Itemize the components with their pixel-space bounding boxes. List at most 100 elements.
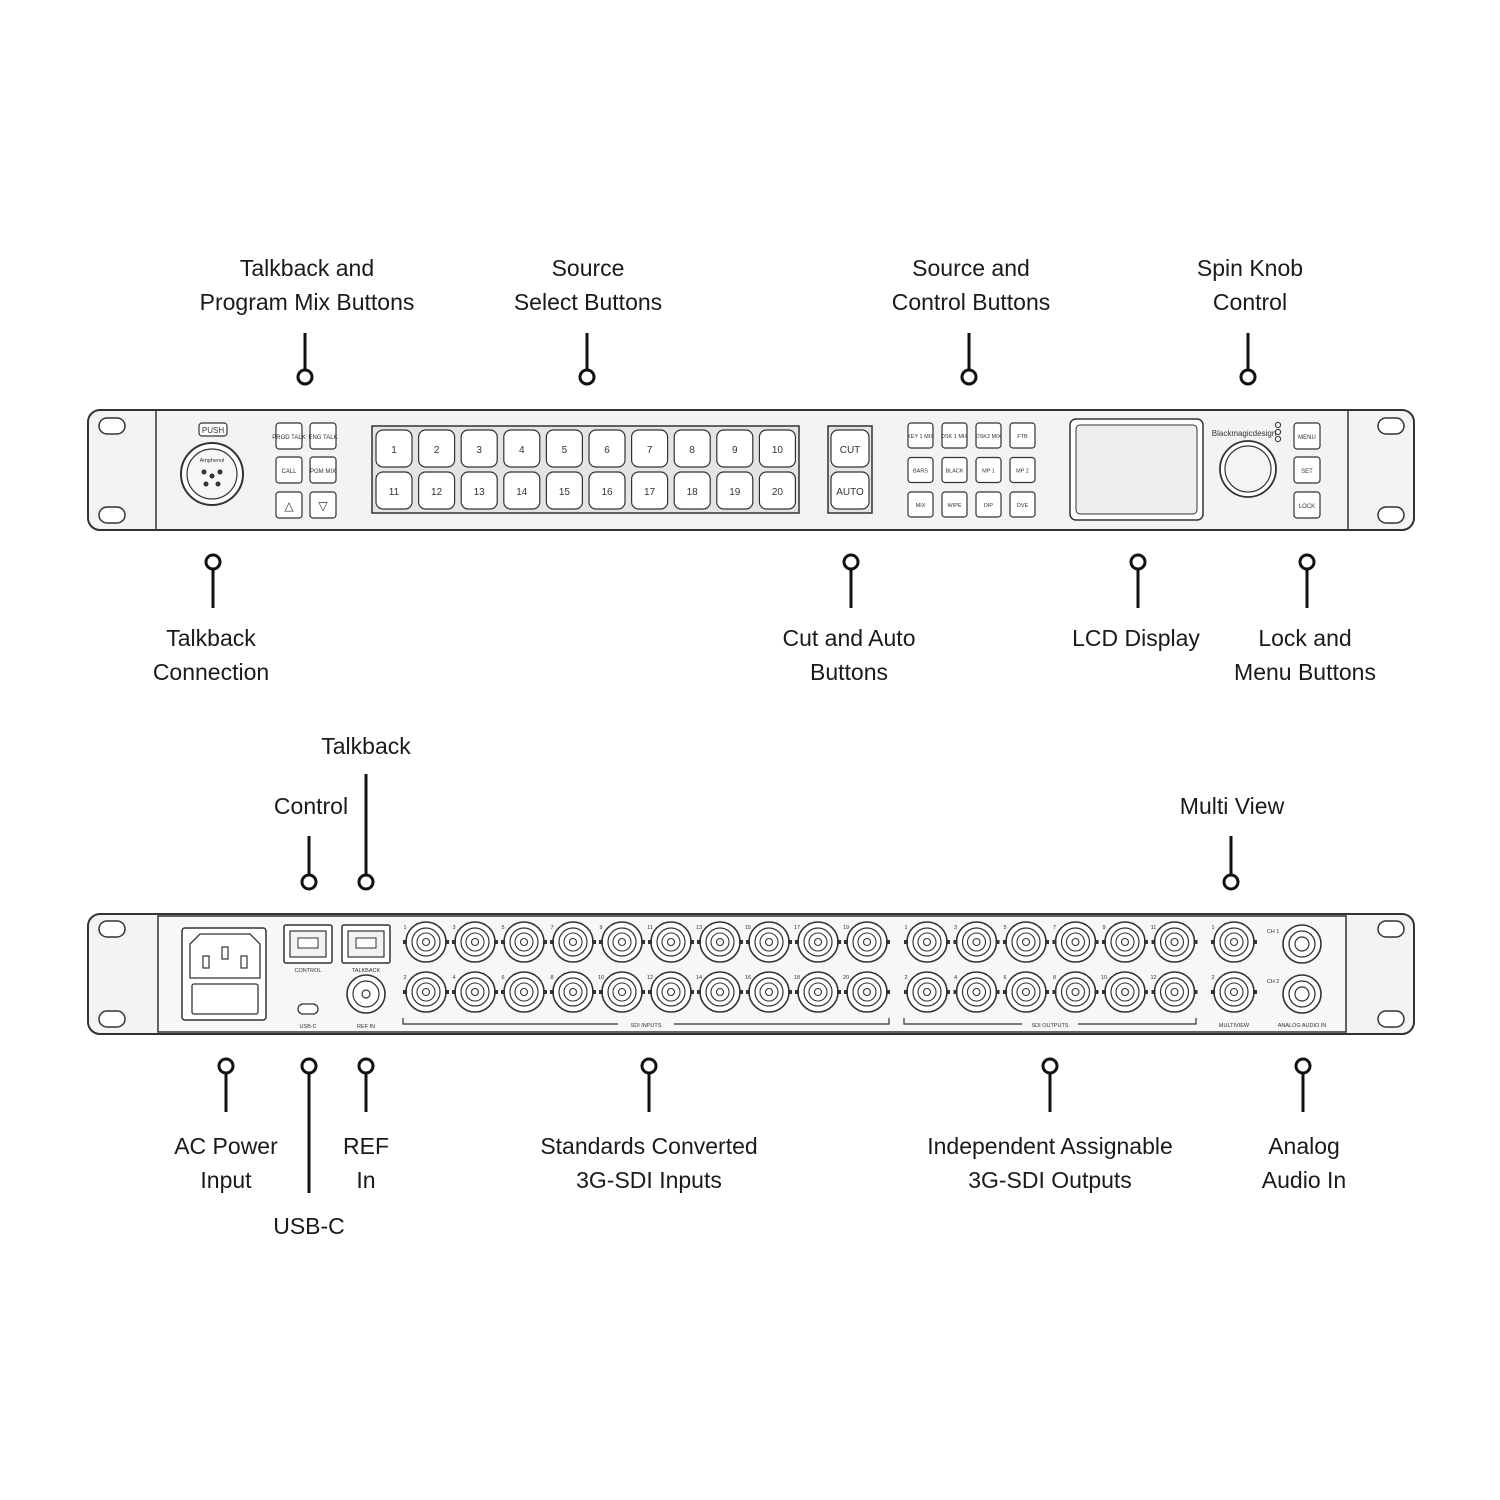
cut-label: CUT — [840, 445, 861, 456]
sdi-output-connector[interactable] — [953, 971, 1000, 1013]
analog-audio-ch2-jack[interactable] — [1282, 974, 1322, 1014]
source-button[interactable] — [418, 471, 456, 510]
sdi-input-connector[interactable] — [795, 971, 841, 1013]
source-button[interactable] — [545, 471, 584, 510]
sdi-input-connector[interactable] — [452, 921, 498, 963]
connector-number-label: 17 — [794, 925, 800, 931]
xlr-talkback-connector[interactable]: PUSH Amphenol — [180, 422, 244, 506]
sdi-input-connector[interactable] — [746, 921, 792, 963]
control-button[interactable] — [941, 456, 968, 484]
control-button[interactable] — [1009, 422, 1036, 449]
talkback-ethernet-port[interactable] — [341, 924, 391, 964]
callout-line: In — [356, 1167, 376, 1193]
sdi-input-connector[interactable] — [403, 921, 449, 963]
eng-talk-button[interactable] — [309, 422, 337, 450]
control-button[interactable] — [941, 491, 968, 518]
sdi-input-connector[interactable] — [501, 971, 547, 1013]
control-button[interactable] — [1009, 491, 1036, 518]
arrow-down-button[interactable] — [309, 491, 337, 519]
call-button[interactable] — [275, 456, 303, 484]
sdi-output-connector[interactable] — [1052, 921, 1099, 963]
arrow-up-button[interactable] — [275, 491, 303, 519]
lcd-display — [1069, 418, 1204, 521]
sdi-input-connector[interactable] — [403, 971, 449, 1013]
sdi-output-connector[interactable] — [1102, 921, 1148, 963]
source-button[interactable] — [375, 471, 413, 510]
sdi-input-connector[interactable] — [550, 921, 596, 963]
callout-line: 3G-SDI Inputs — [576, 1167, 722, 1193]
control-button[interactable] — [941, 422, 968, 449]
control-ethernet-port[interactable] — [283, 924, 333, 964]
sdi-output-connector[interactable] — [1151, 921, 1198, 963]
sdi-output-connector[interactable] — [1003, 971, 1049, 1013]
source-button[interactable] — [588, 471, 626, 510]
sdi-input-connector[interactable] — [599, 921, 645, 963]
sdi-input-connector[interactable] — [648, 921, 694, 963]
source-button[interactable] — [375, 429, 413, 468]
source-button[interactable] — [588, 429, 626, 468]
sdi-input-connector[interactable] — [697, 971, 743, 1013]
multiview-connector[interactable] — [1211, 921, 1257, 963]
control-button[interactable] — [975, 422, 1002, 449]
analog-audio-ch1-jack[interactable] — [1282, 924, 1322, 964]
cut-button[interactable] — [830, 429, 870, 468]
callout-line: Control — [1212, 289, 1288, 315]
sdi-input-connector[interactable] — [501, 921, 547, 963]
connector-number-label: 5 — [1003, 925, 1006, 931]
sdi-input-connector[interactable] — [599, 971, 645, 1013]
control-button[interactable] — [975, 491, 1002, 518]
sdi-output-connector[interactable] — [953, 921, 1000, 963]
source-button[interactable] — [673, 429, 711, 468]
control-button[interactable] — [975, 456, 1002, 484]
control-button[interactable] — [907, 422, 934, 449]
sdi-output-connector[interactable] — [904, 971, 950, 1013]
spin-knob[interactable] — [1219, 440, 1277, 498]
auto-label: AUTO — [836, 487, 864, 498]
sdi-input-connector[interactable] — [452, 971, 498, 1013]
source-button[interactable] — [758, 429, 797, 468]
control-button[interactable] — [907, 456, 934, 484]
set-button[interactable] — [1293, 456, 1321, 484]
sdi-output-connector[interactable] — [1052, 971, 1099, 1013]
connector-number-label: 1 — [1211, 925, 1214, 931]
sdi-input-connector[interactable] — [746, 971, 792, 1013]
source-button[interactable] — [673, 471, 711, 510]
sdi-input-connector[interactable] — [795, 921, 841, 963]
sdi-output-connector[interactable] — [1151, 971, 1198, 1013]
source-button[interactable] — [418, 429, 456, 468]
menu-button[interactable] — [1293, 422, 1321, 450]
sdi-output-connector[interactable] — [904, 921, 950, 963]
sdi-output-connector[interactable] — [1102, 971, 1148, 1013]
sdi-output-connector[interactable] — [1003, 921, 1049, 963]
multiview-connector[interactable] — [1211, 971, 1257, 1013]
auto-button[interactable] — [830, 471, 870, 510]
sdi-input-connector[interactable] — [844, 921, 890, 963]
prod-talk-button[interactable] — [275, 422, 303, 450]
ref-in-connector[interactable] — [346, 974, 386, 1014]
callout-dot — [960, 368, 978, 386]
usb-c-port[interactable] — [297, 1003, 319, 1015]
sdi-input-connector[interactable] — [648, 971, 694, 1013]
rack-hole — [1377, 920, 1405, 938]
source-button[interactable] — [460, 429, 498, 468]
ac-power-input[interactable] — [181, 927, 267, 1021]
control-button[interactable] — [1009, 456, 1036, 484]
lock-button[interactable] — [1293, 491, 1321, 519]
source-button[interactable] — [503, 471, 541, 510]
callout-dot — [1294, 1057, 1312, 1075]
source-button[interactable] — [630, 471, 669, 510]
source-button[interactable] — [758, 471, 797, 510]
sdi-input-connector[interactable] — [697, 921, 743, 963]
pgm-mix-button[interactable] — [309, 456, 337, 484]
xlr-brand-label: Amphenol — [200, 458, 225, 464]
source-button[interactable] — [460, 471, 498, 510]
connector-number-label: 2 — [904, 975, 907, 981]
source-button[interactable] — [716, 471, 754, 510]
source-button[interactable] — [545, 429, 584, 468]
source-button[interactable] — [716, 429, 754, 468]
control-button[interactable] — [907, 491, 934, 518]
sdi-input-connector[interactable] — [844, 971, 890, 1013]
source-button[interactable] — [630, 429, 669, 468]
sdi-input-connector[interactable] — [550, 971, 596, 1013]
source-button[interactable] — [503, 429, 541, 468]
